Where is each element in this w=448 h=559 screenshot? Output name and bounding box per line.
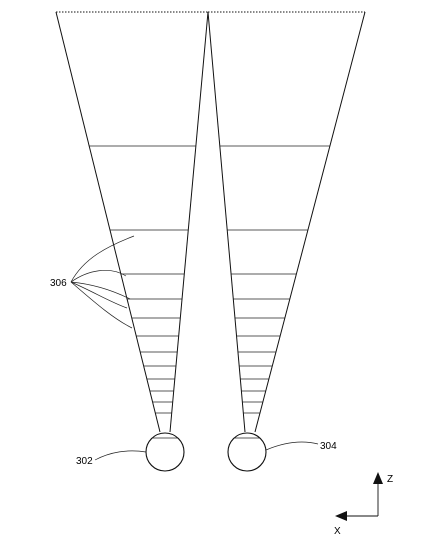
x-axis-arrowhead <box>335 511 347 521</box>
right-eye-circle <box>227 432 267 472</box>
right-eye-leader <box>265 441 319 451</box>
z-axis-arrowhead <box>373 472 383 484</box>
left-frustum <box>55 11 209 433</box>
label-left-eye: 302 <box>76 456 93 467</box>
left-depth-planes <box>89 145 196 414</box>
right-depth-planes <box>219 145 330 414</box>
right-frustum-outer-edge <box>254 11 366 433</box>
left-eye-leader <box>94 450 147 461</box>
leader-line <box>70 281 131 300</box>
z-axis-label: Z <box>387 474 393 485</box>
leader-line <box>70 281 128 309</box>
left-frustum-outer-edge <box>55 11 161 433</box>
left-frustum-inner-edge <box>169 11 209 433</box>
leader-line <box>70 281 133 329</box>
leader-line <box>70 269 127 283</box>
right-frustum-inner-edge <box>207 11 246 433</box>
coordinate-axes: Z X <box>334 472 393 537</box>
label-depth-planes: 306 <box>50 278 67 289</box>
leader-line <box>70 235 135 283</box>
right-frustum <box>207 11 366 433</box>
depth-plane-leaders <box>70 235 135 329</box>
left-eye-circle <box>145 432 185 472</box>
label-right-eye: 304 <box>320 441 337 452</box>
x-axis-label: X <box>334 526 341 537</box>
